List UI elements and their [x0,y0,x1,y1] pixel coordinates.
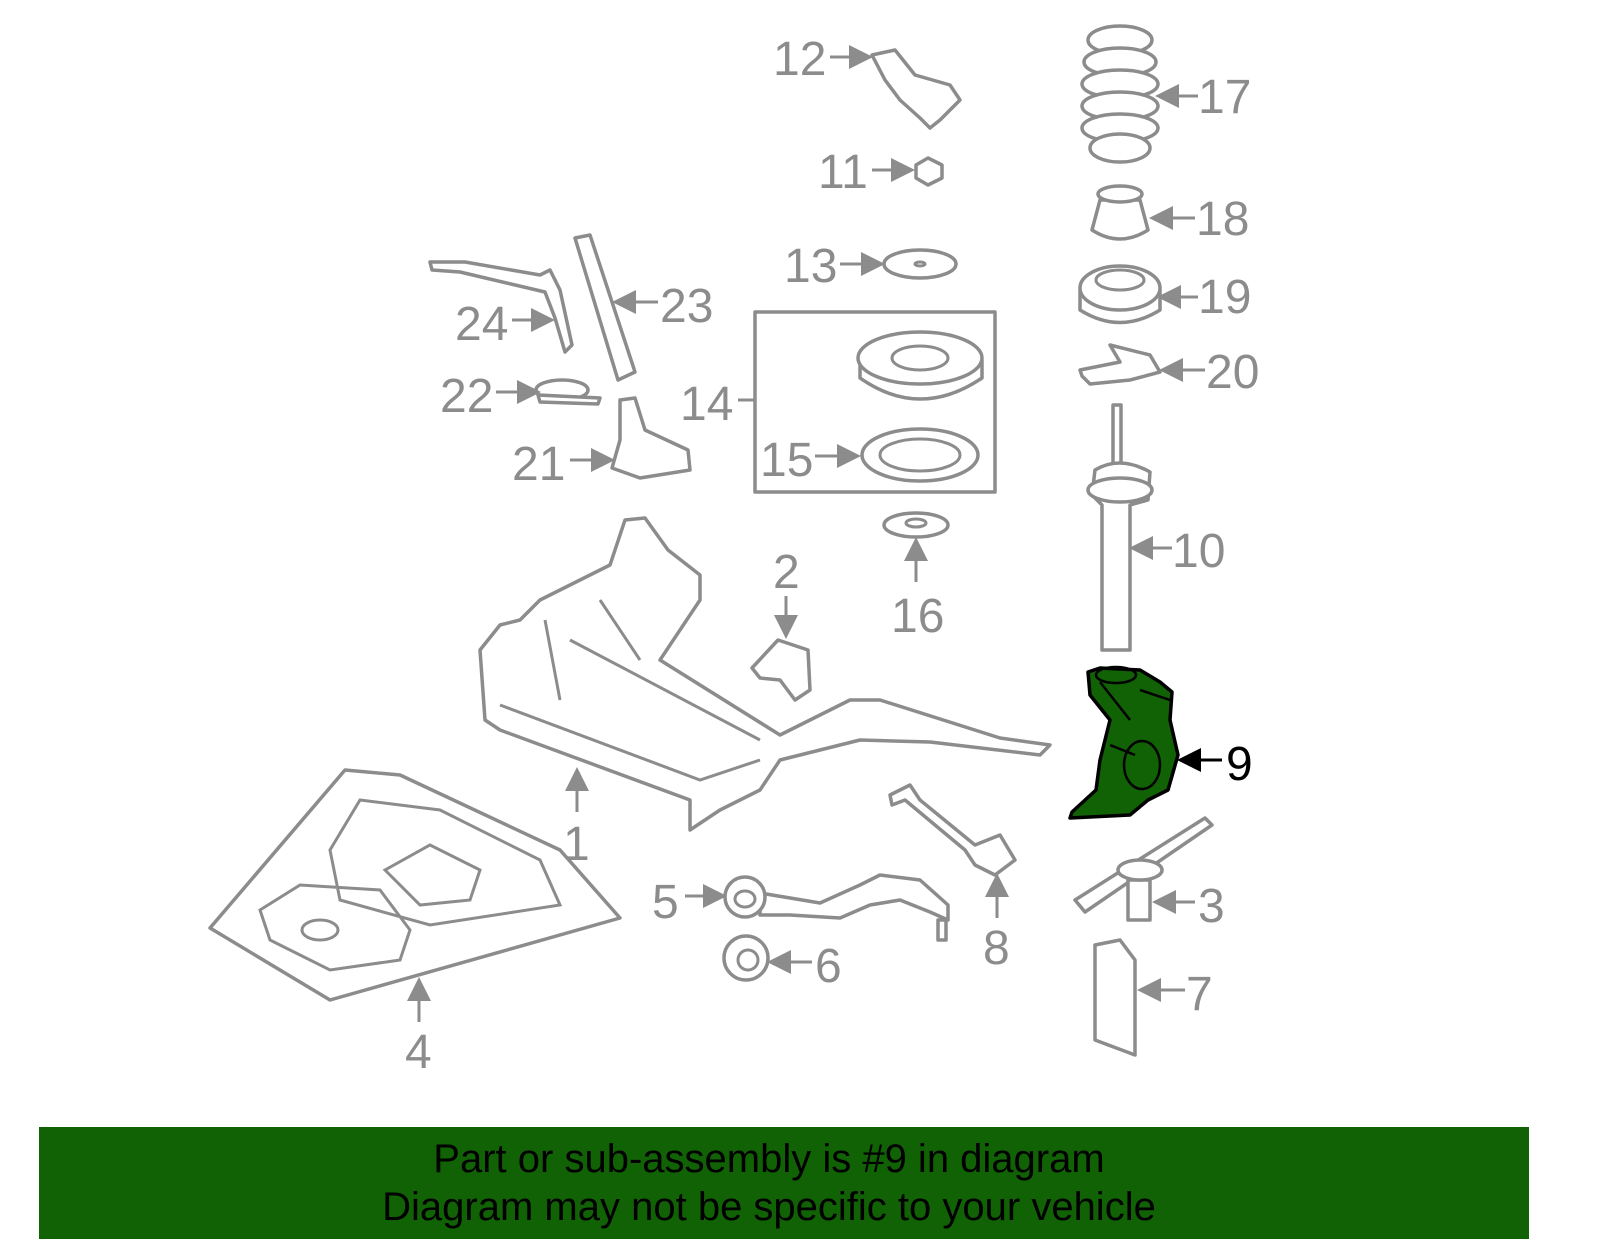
part-14-strut-mount[interactable] [856,330,984,401]
callout-4[interactable]: 4 [405,1026,432,1079]
callout-1[interactable]: 1 [563,818,590,871]
callout-15[interactable]: 15 [760,434,813,487]
part-17-spring-boot[interactable] [1080,24,1160,164]
part-16-washer[interactable] [882,511,950,539]
part-21-mount[interactable] [610,396,692,480]
callout-9[interactable]: 9 [1226,738,1253,791]
part-8-tension-strut[interactable] [888,783,1017,877]
part-6-bushing[interactable] [722,934,770,982]
part-4-underbody-shield[interactable] [208,768,622,1002]
callout-23[interactable]: 23 [660,280,713,333]
callout-3[interactable]: 3 [1198,880,1225,933]
part-23-strip[interactable] [573,233,637,382]
callout-12[interactable]: 12 [773,33,826,86]
callout-17[interactable]: 17 [1198,71,1251,124]
callout-arrows [407,45,1222,1022]
part-18-bump-stop[interactable] [1090,184,1150,241]
part-19-spring-seat[interactable] [1078,264,1162,325]
part-9-steering-knuckle[interactable] [1068,665,1180,820]
callout-21[interactable]: 21 [512,438,565,491]
callout-5[interactable]: 5 [652,876,679,929]
callout-2[interactable]: 2 [773,546,800,599]
callout-14[interactable]: 14 [680,378,733,431]
callout-7[interactable]: 7 [1186,968,1213,1021]
part-22-cap[interactable] [534,378,602,406]
part-5-control-arm[interactable] [723,873,950,942]
part-14-kit-box[interactable] [753,310,997,494]
part-3-stabilizer-link[interactable] [1073,816,1214,922]
callout-19[interactable]: 19 [1198,271,1251,324]
callout-labels: 1 2 3 4 5 6 7 8 9 10 11 12 13 14 15 16 1… [405,33,1259,1079]
callout-10[interactable]: 10 [1172,525,1225,578]
callout-24[interactable]: 24 [455,298,508,351]
callout-13[interactable]: 13 [784,240,837,293]
info-banner: Part or sub-assembly is #9 in diagram Di… [39,1127,1529,1239]
callout-11[interactable]: 11 [818,146,868,199]
callout-22[interactable]: 22 [440,370,493,423]
part-24-brace[interactable] [428,260,574,354]
banner-line-2: Diagram may not be specific to your vehi… [382,1185,1156,1229]
part-12-sensor[interactable] [870,48,962,130]
part-11-nut[interactable] [914,156,944,187]
part-7-shield[interactable] [1093,938,1137,1057]
callout-8[interactable]: 8 [983,922,1010,975]
part-13-washer[interactable] [882,248,958,280]
part-10-strut[interactable] [1086,403,1154,652]
banner-line-1: Part or sub-assembly is #9 in diagram [433,1137,1105,1181]
part-15-bearing[interactable] [860,427,980,483]
callout-6[interactable]: 6 [815,940,842,993]
callout-20[interactable]: 20 [1206,346,1259,399]
part-20-spring-pad[interactable] [1078,343,1162,386]
callout-16[interactable]: 16 [891,590,944,643]
callout-18[interactable]: 18 [1196,193,1249,246]
part-2-bracket[interactable] [750,638,812,702]
